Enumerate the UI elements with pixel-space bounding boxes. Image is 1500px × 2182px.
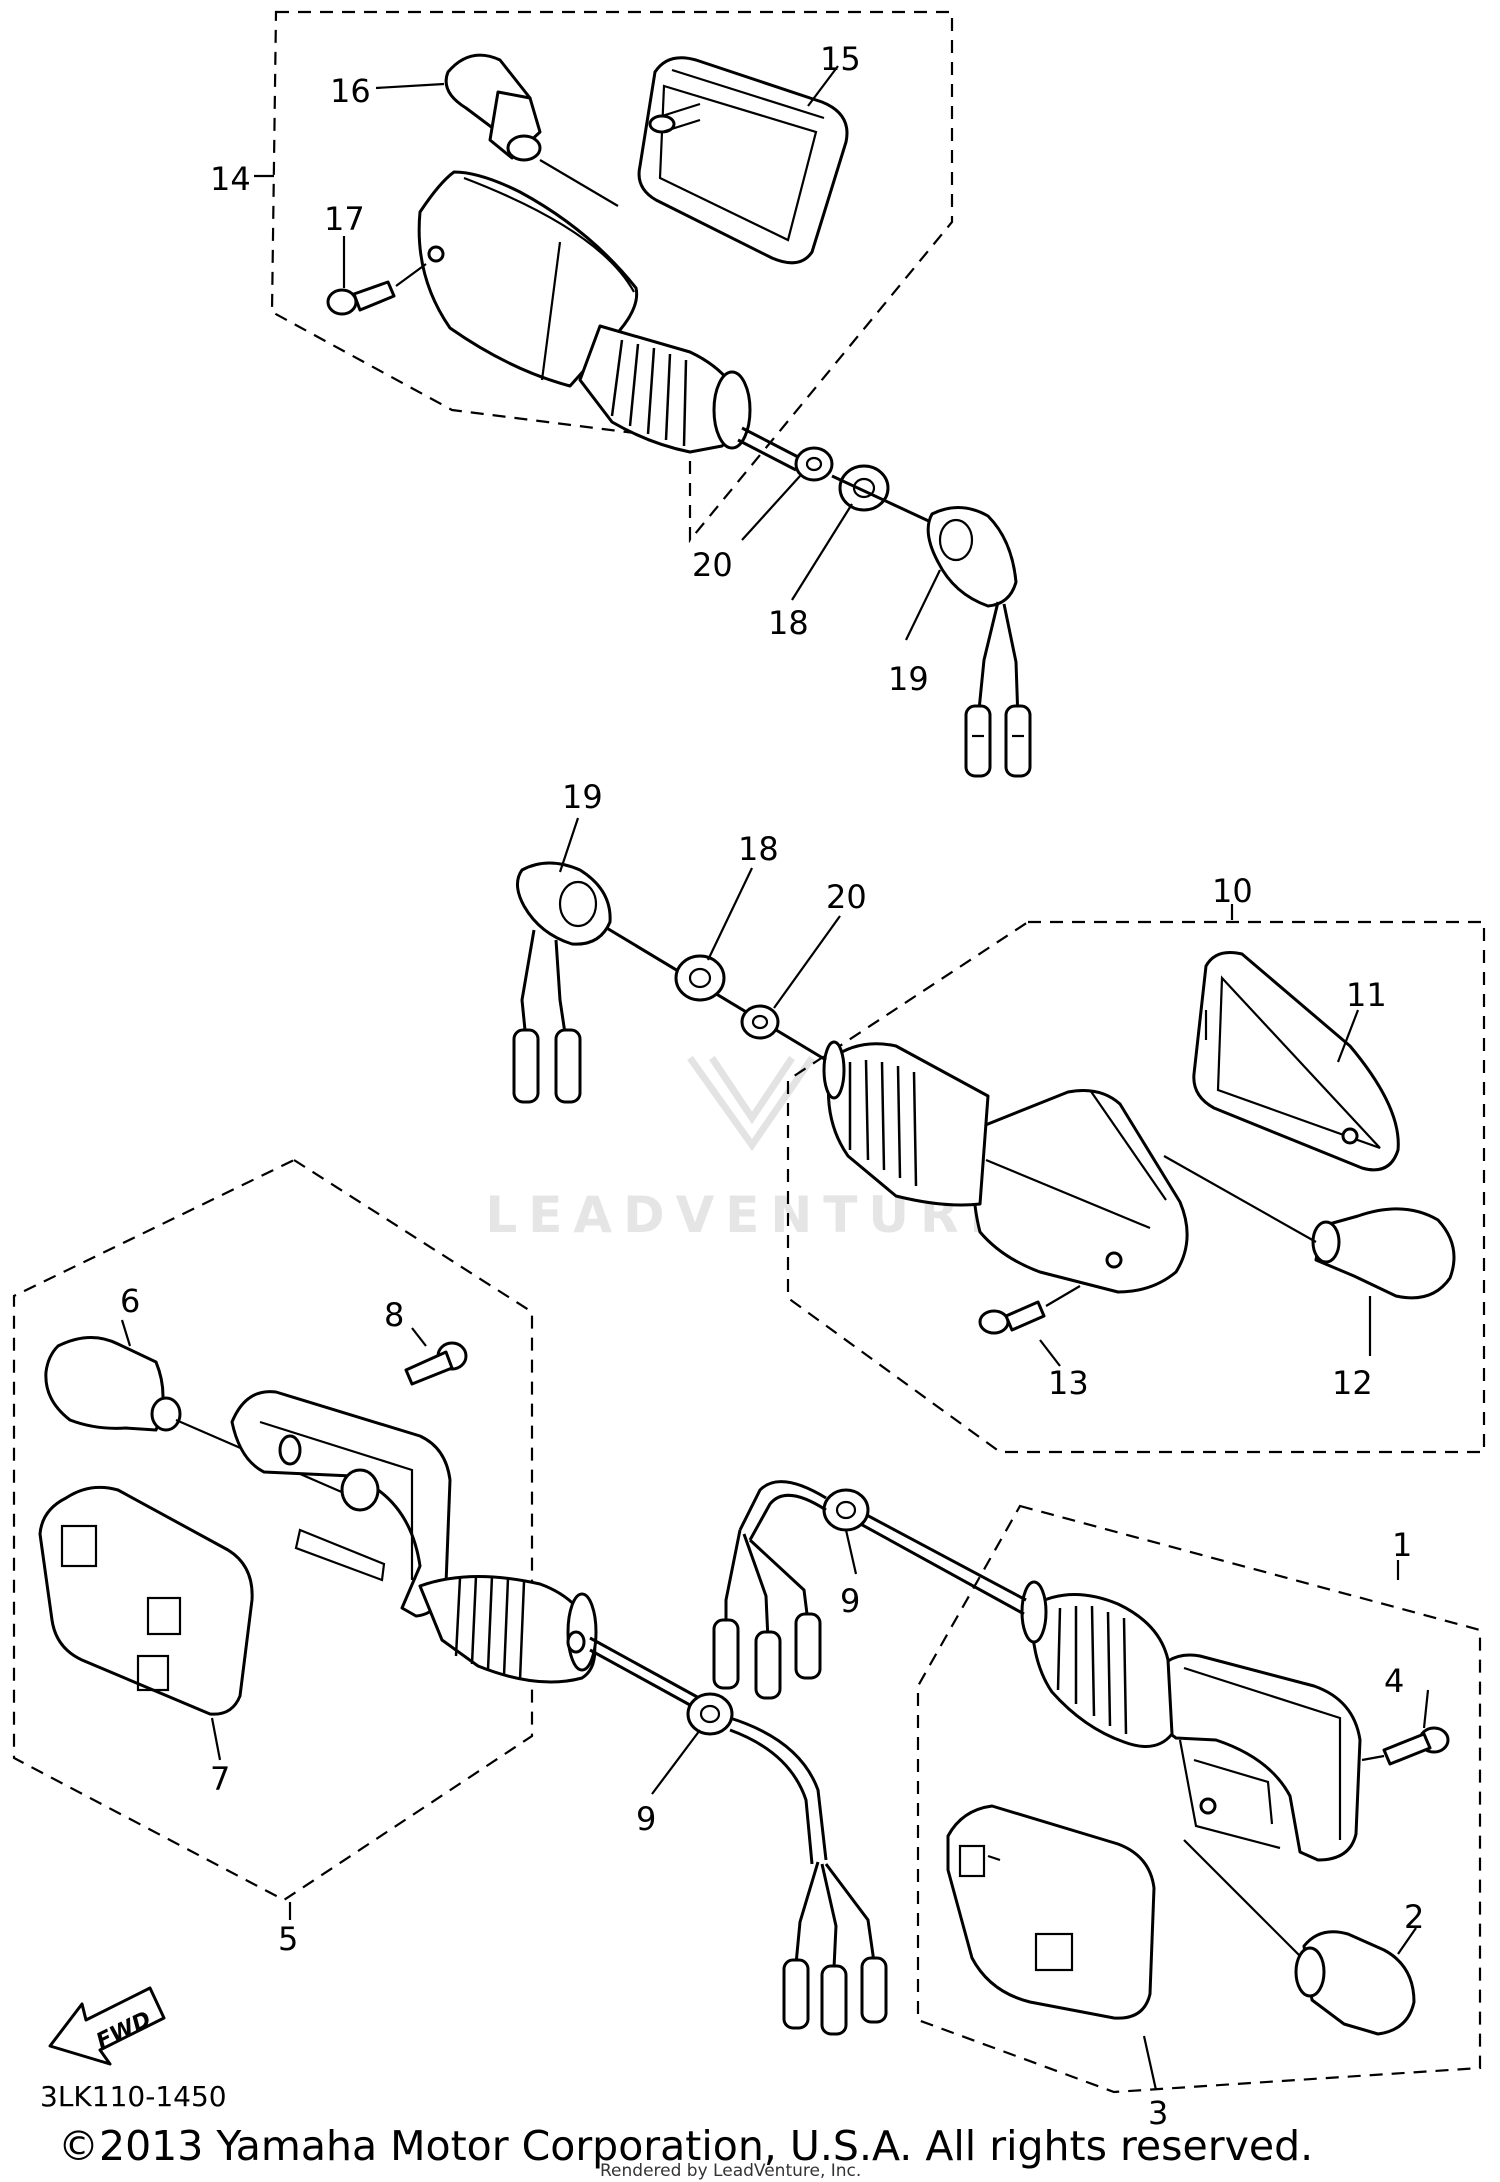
lens-7 — [38, 1485, 254, 1716]
front-left-cable — [589, 1636, 888, 2036]
grommet-19-top — [926, 506, 1018, 608]
washer-20-top — [794, 446, 834, 482]
callout-18-top: 18 — [768, 604, 809, 642]
lens-3 — [946, 1804, 1156, 2020]
callout-1: 1 — [1392, 1526, 1412, 1564]
watermark-logo — [687, 1055, 815, 1152]
callout-8: 8 — [384, 1296, 404, 1334]
callout-17: 17 — [324, 200, 365, 238]
callout-13: 13 — [1048, 1364, 1089, 1402]
leader-lines — [120, 65, 1430, 2091]
callout-9-left: 9 — [636, 1800, 656, 1838]
bulb-6 — [44, 1335, 361, 1502]
bulb-2 — [1183, 1839, 1416, 2036]
top-cable-grommets — [794, 446, 1032, 778]
lens-15 — [637, 56, 849, 265]
callout-2: 2 — [1404, 1898, 1424, 1936]
front-right-cable — [712, 1480, 1027, 1700]
housing-14 — [417, 170, 801, 472]
assembly-10-rear-right-flasher — [786, 920, 1486, 1454]
callout-3: 3 — [1148, 2094, 1168, 2132]
screw-4 — [1361, 1726, 1450, 1766]
drawing-code: 3LK110-1450 — [40, 2080, 227, 2113]
callout-18-middle: 18 — [738, 830, 779, 868]
copyright-notice: ©2013 Yamaha Motor Corporation, U.S.A. A… — [58, 2122, 1313, 2170]
callout-15: 15 — [820, 40, 861, 78]
screw-13 — [978, 1285, 1081, 1335]
callout-9-right: 9 — [840, 1582, 860, 1620]
washer-20-middle — [740, 1004, 780, 1040]
callout-20-middle: 20 — [826, 878, 867, 916]
callout-7: 7 — [210, 1760, 230, 1798]
bulb-16 — [444, 53, 619, 207]
middle-cable-grommets — [512, 861, 827, 1104]
assembly-1-front-right-flasher — [916, 1504, 1482, 2094]
lens-11 — [1192, 951, 1400, 1172]
assembly-5-boundary — [12, 1158, 534, 1902]
assembly-5-front-left-flasher — [12, 1158, 598, 1902]
grommet-18-top — [838, 464, 890, 512]
rendered-by: Rendered by LeadVenture, Inc. — [600, 2161, 861, 2181]
callouts: 16 15 14 17 20 18 19 19 18 20 10 11 13 1… — [120, 40, 1424, 2132]
assembly-1-boundary — [916, 1504, 1482, 2094]
callout-5: 5 — [278, 1920, 298, 1958]
housing-5 — [230, 1390, 598, 1684]
callout-10: 10 — [1212, 872, 1253, 910]
grommet-18-middle — [674, 954, 726, 1002]
callout-11: 11 — [1346, 976, 1387, 1014]
callout-6: 6 — [120, 1282, 140, 1320]
assembly-14-rear-left-flasher — [270, 10, 954, 544]
screw-17 — [326, 263, 427, 316]
housing-10 — [822, 1040, 1189, 1294]
callout-19-middle: 19 — [562, 778, 603, 816]
callout-16: 16 — [330, 72, 371, 110]
callout-14: 14 — [210, 160, 251, 198]
callout-19-top: 19 — [888, 660, 929, 698]
fwd-arrow-icon: FWD — [48, 1986, 166, 2066]
assembly-14-boundary — [270, 10, 954, 544]
bulb-12 — [1163, 1155, 1456, 1300]
grommet-9-right — [822, 1488, 870, 1532]
callout-4: 4 — [1384, 1662, 1404, 1700]
callout-12: 12 — [1332, 1364, 1373, 1402]
callout-20-top: 20 — [692, 546, 733, 584]
grommet-9-left — [686, 1692, 734, 1736]
housing-1 — [1020, 1580, 1362, 1862]
screw-8 — [404, 1341, 468, 1386]
